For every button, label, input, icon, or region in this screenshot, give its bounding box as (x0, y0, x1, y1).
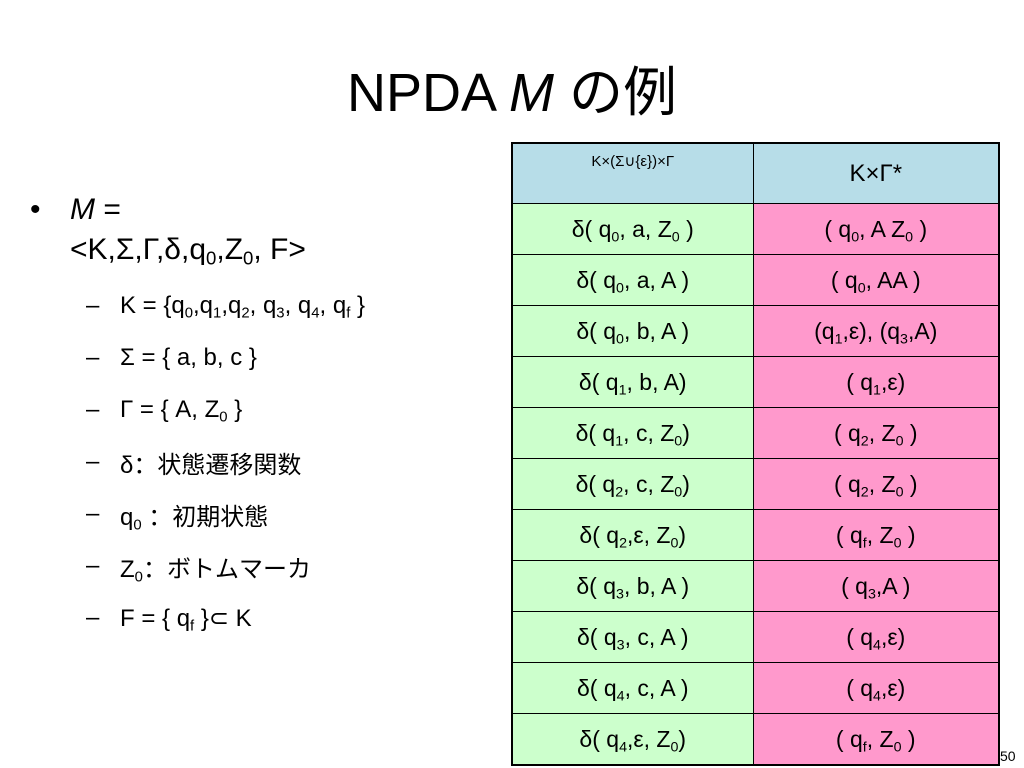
transition-input: δ( q1, c, Z0) (511, 407, 754, 459)
transition-table: K×(Σ∪{ε})×Γ K×Γ* δ( q0, a, Z0 )( q0, A Z… (511, 142, 1000, 766)
transition-input: δ( q3, b, A ) (511, 560, 754, 612)
transition-input: δ( q0, b, A ) (511, 305, 754, 357)
sub-item-text: F = { qf }⊂ K (120, 604, 252, 634)
automaton-name: M (70, 193, 95, 226)
sub-item: –δ：状態遷移関数 (86, 436, 500, 488)
transition-output: ( q2, Z0 ) (752, 407, 1000, 459)
transition-output: (q1,ε), (q3,A) (752, 305, 1000, 357)
transition-output: ( qf, Z0 ) (752, 509, 1000, 561)
transition-output: ( q0, A Z0 ) (752, 203, 1000, 255)
table-row: δ( q4, c, A )( q4,ε) (511, 662, 1000, 714)
dash-icon: – (86, 448, 100, 475)
sub-item: –F = { qf }⊂ K (86, 592, 500, 644)
transition-output: ( q2, Z0 ) (752, 458, 1000, 510)
table-row: δ( q1, c, Z0)( q2, Z0 ) (511, 407, 1000, 459)
dash-icon: – (86, 552, 100, 579)
dash-icon: – (86, 604, 100, 631)
transition-input: δ( q4, c, A ) (511, 662, 754, 714)
transition-output: ( q4,ε) (752, 611, 1000, 663)
sub-item-text: Σ = { a, b, c } (120, 344, 257, 371)
table-row: δ( q2, c, Z0)( q2, Z0 ) (511, 458, 1000, 510)
table-row: δ( q2,ε, Z0)( qf, Z0 ) (511, 509, 1000, 561)
transition-input: δ( q2, c, Z0) (511, 458, 754, 510)
transition-input: δ( q0, a, A ) (511, 254, 754, 306)
table-row: δ( q3, b, A )( q3,A ) (511, 560, 1000, 612)
transition-input: δ( q4,ε, Z0) (511, 713, 754, 766)
transition-output: ( q4,ε) (752, 662, 1000, 714)
sub-item: –K = {q0,q1,q2, q3, q4, qf } (86, 280, 500, 332)
title-italic: M (509, 63, 555, 123)
sub-item: –Γ = { A, Z0 } (86, 384, 500, 436)
dash-icon: – (86, 500, 100, 527)
table-row: δ( q0, b, A )(q1,ε), (q3,A) (511, 305, 1000, 357)
transition-output: ( qf, Z0 ) (752, 713, 1000, 766)
transition-input: δ( q2,ε, Z0) (511, 509, 754, 561)
table-header-row: K×(Σ∪{ε})×Γ K×Γ* (511, 142, 1000, 204)
automaton-tuple: <K,Σ,Γ,δ,q0,Z0, F> (70, 233, 306, 269)
transition-input: δ( q0, a, Z0 ) (511, 203, 754, 255)
sub-item: –q0 ：初期状態 (86, 488, 500, 540)
sub-item: –Σ = { a, b, c } (86, 332, 500, 384)
dash-icon: – (86, 396, 100, 423)
dash-icon: – (86, 292, 100, 319)
transition-input: δ( q3, c, A ) (511, 611, 754, 663)
sub-item: –Z0：ボトムマーカ (86, 540, 500, 592)
table-row: δ( q0, a, Z0 )( q0, A Z0 ) (511, 203, 1000, 255)
transition-output: ( q3,A ) (752, 560, 1000, 612)
transition-input: δ( q1, b, A) (511, 356, 754, 408)
bullet-main-text: M = <K,Σ,Γ,δ,q0,Z0, F> (70, 190, 490, 270)
title-suffix: の例 (554, 63, 678, 123)
slide-title: NPDA M の例 (0, 58, 1024, 128)
sub-item-text: Z0：ボトムマーカ (120, 555, 311, 585)
table-row: δ( q4,ε, Z0)( qf, Z0 ) (511, 713, 1000, 766)
bullet-dot-icon: • (30, 193, 41, 226)
header-domain: K×(Σ∪{ε})×Γ (511, 142, 754, 204)
table-row: δ( q1, b, A)( q1,ε) (511, 356, 1000, 408)
sub-item-text: q0 ：初期状態 (120, 503, 269, 533)
header-codomain: K×Γ* (752, 142, 1000, 204)
sub-item-text: K = {q0,q1,q2, q3, q4, qf } (120, 292, 366, 322)
table-row: δ( q3, c, A )( q4,ε) (511, 611, 1000, 663)
page-number: 50 (1000, 748, 1016, 764)
transition-output: ( q1,ε) (752, 356, 1000, 408)
bullet-main: • M = <K,Σ,Γ,δ,q0,Z0, F> (30, 190, 500, 270)
title-main: NPDA (346, 63, 510, 123)
sub-item-text: Γ = { A, Z0 } (120, 396, 243, 426)
definition-list: • M = <K,Σ,Γ,δ,q0,Z0, F> –K = {q0,q1,q2,… (30, 190, 500, 644)
sub-item-text: δ：状態遷移関数 (120, 451, 302, 479)
transition-output: ( q0, AA ) (752, 254, 1000, 306)
table-row: δ( q0, a, A )( q0, AA ) (511, 254, 1000, 306)
dash-icon: – (86, 344, 100, 371)
automaton-eq: = (95, 193, 121, 226)
sub-bullet-list: –K = {q0,q1,q2, q3, q4, qf } –Σ = { a, b… (30, 280, 500, 644)
